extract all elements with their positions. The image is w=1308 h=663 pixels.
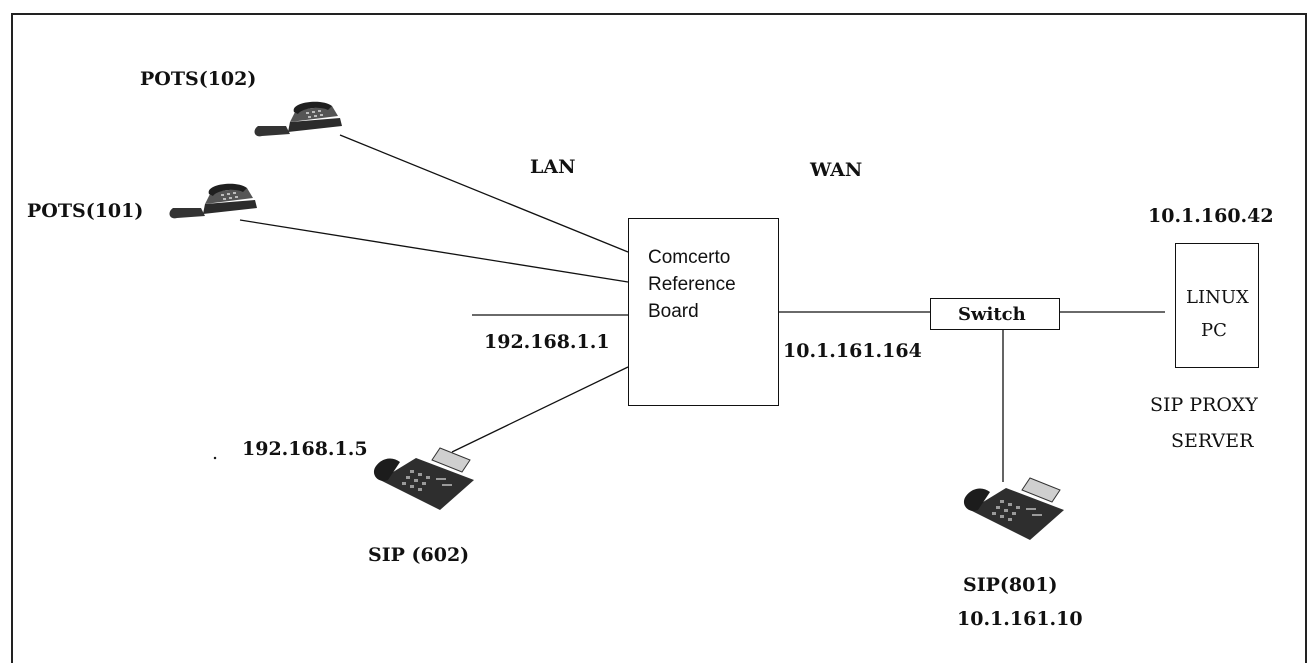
board-label-line1: Comcerto <box>648 247 731 268</box>
sip-phone-icon <box>963 477 1064 540</box>
server-role-line1: SIP PROXY <box>1150 394 1258 416</box>
server-role-line2: SERVER <box>1171 430 1254 452</box>
board-label-line2: Reference <box>648 274 736 295</box>
link-sip602-board <box>451 366 629 453</box>
pots102-label: POTS(102) <box>140 68 257 90</box>
reference-board-box <box>628 218 779 406</box>
board-label-line3: Board <box>648 301 699 322</box>
pots101-label: POTS(101) <box>27 200 144 222</box>
diagram-frame <box>11 13 1307 663</box>
sip602-label: SIP (602) <box>368 544 470 566</box>
linux-pc-label-line2: PC <box>1201 320 1227 341</box>
sip801-label: SIP(801) <box>963 574 1058 596</box>
link-pots102-board <box>339 134 629 253</box>
switch-box <box>930 298 1060 330</box>
linux-pc-box <box>1175 243 1259 368</box>
lan-label: LAN <box>530 156 576 178</box>
wan-ip-label: 10.1.161.164 <box>783 340 922 362</box>
sip801-ip-label: 10.1.161.10 <box>957 608 1083 630</box>
sip-phone-icon <box>373 447 474 510</box>
stray-mark: . <box>212 442 219 464</box>
linux-pc-label-line1: LINUX <box>1186 287 1249 308</box>
wan-label: WAN <box>810 159 863 181</box>
pots-phone-icon <box>254 101 342 137</box>
link-pots101-board <box>239 219 629 283</box>
sip602-ip-label: 192.168.1.5 <box>242 438 368 460</box>
switch-label: Switch <box>958 304 1026 325</box>
pots-phone-icon <box>169 183 257 219</box>
lan-ip-label: 192.168.1.1 <box>484 331 610 353</box>
server-ip-label: 10.1.160.42 <box>1148 205 1274 227</box>
